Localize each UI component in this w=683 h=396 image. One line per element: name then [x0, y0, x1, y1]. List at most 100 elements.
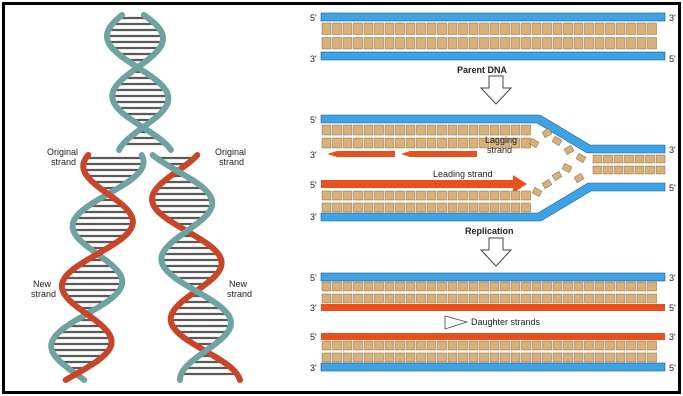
- base-tile: [648, 23, 657, 35]
- base-tile: [625, 155, 634, 163]
- base-tile: [417, 23, 426, 35]
- base-tile: [396, 38, 405, 50]
- base-tile: [480, 191, 489, 200]
- base-tile: [333, 138, 342, 148]
- base-tile: [585, 353, 594, 362]
- base-tile: [606, 341, 615, 350]
- base-tile: [343, 38, 352, 50]
- base-tile: [564, 341, 573, 350]
- base-tile: [375, 353, 384, 362]
- base-tile: [427, 341, 436, 350]
- base-tile: [480, 341, 489, 350]
- base-tile: [427, 191, 436, 200]
- base-tile: [585, 282, 594, 291]
- base-tile: [396, 282, 405, 291]
- base-tile: [564, 353, 573, 362]
- base-tile: [480, 23, 489, 35]
- daughter-dna: Daughter strands 5' 3' 5' 3' 3' 5' 3' 5': [310, 273, 676, 373]
- base-tile: [354, 38, 363, 50]
- base-tile: [385, 191, 394, 200]
- base-tile: [480, 203, 489, 212]
- base-tile: [396, 203, 405, 212]
- base-tile: [522, 341, 531, 350]
- base-tile: [543, 38, 552, 50]
- base-tile: [448, 341, 457, 350]
- base-tile: [375, 191, 384, 200]
- base-tile: [635, 155, 644, 163]
- base-tile: [417, 38, 426, 50]
- base-tile: [501, 294, 510, 303]
- base-tile: [469, 38, 478, 50]
- replication-fork: Lagging strand Leading strand 5' 3' 5' 3…: [310, 115, 676, 222]
- base-tile: [480, 282, 489, 291]
- base-tile: [614, 155, 623, 163]
- free-nucleotide: [532, 187, 542, 196]
- base-tile: [490, 282, 499, 291]
- parent-base-pairs: [322, 23, 657, 49]
- base-tile: [532, 282, 541, 291]
- replication-label: Replication: [465, 226, 514, 236]
- base-tile: [606, 282, 615, 291]
- base-tile: [490, 125, 499, 135]
- new-strand-label-right-2: strand: [227, 289, 252, 299]
- daughter-new-strand: [321, 333, 665, 340]
- base-tile: [406, 191, 415, 200]
- base-tile: [574, 23, 583, 35]
- base-tile: [501, 203, 510, 212]
- base-tile: [375, 282, 384, 291]
- base-tile: [438, 294, 447, 303]
- base-tile: [543, 353, 552, 362]
- base-tile: [333, 282, 342, 291]
- base-tile: [333, 191, 342, 200]
- base-tile: [427, 294, 436, 303]
- base-tile: [574, 38, 583, 50]
- lagging-fragment: [327, 151, 395, 157]
- base-tile: [438, 282, 447, 291]
- prime-label: 3': [669, 145, 676, 155]
- base-tile: [354, 138, 363, 148]
- base-tile: [448, 191, 457, 200]
- base-tile: [522, 353, 531, 362]
- base-tile: [364, 125, 373, 135]
- down-arrow: [481, 238, 511, 266]
- base-tile: [333, 38, 342, 50]
- base-tile: [354, 341, 363, 350]
- base-tile: [469, 125, 478, 135]
- base-tile: [522, 203, 531, 212]
- base-tile: [343, 341, 352, 350]
- prime-label: 5': [310, 273, 317, 283]
- base-tile: [593, 155, 602, 163]
- base-tile: [322, 23, 331, 35]
- base-tile: [322, 341, 331, 350]
- original-strand-label-left: Original: [47, 147, 78, 157]
- base-tile: [627, 353, 636, 362]
- base-tile: [427, 125, 436, 135]
- base-tile: [417, 341, 426, 350]
- base-tile: [333, 341, 342, 350]
- base-tile: [396, 125, 405, 135]
- base-tile: [427, 23, 436, 35]
- base-tile: [459, 125, 468, 135]
- base-tile: [375, 23, 384, 35]
- prime-label: 5': [669, 54, 676, 64]
- prime-label: 3': [669, 13, 676, 23]
- base-tile: [469, 341, 478, 350]
- prime-label: 5': [310, 332, 317, 342]
- lagging-strand-label: Lagging: [485, 135, 517, 145]
- base-tile: [648, 282, 657, 291]
- base-tile: [490, 294, 499, 303]
- base-tile: [385, 23, 394, 35]
- base-tile: [646, 166, 655, 174]
- base-tile: [480, 294, 489, 303]
- base-tile: [553, 38, 562, 50]
- base-tile: [406, 341, 415, 350]
- base-tile: [490, 191, 499, 200]
- parent-top-backbone: [321, 13, 665, 21]
- prime-label: 3': [310, 212, 317, 222]
- base-tile: [322, 191, 331, 200]
- base-tile: [511, 341, 520, 350]
- base-tile: [614, 166, 623, 174]
- daughter-new-strand: [321, 304, 665, 311]
- base-tile: [595, 294, 604, 303]
- base-tile: [364, 341, 373, 350]
